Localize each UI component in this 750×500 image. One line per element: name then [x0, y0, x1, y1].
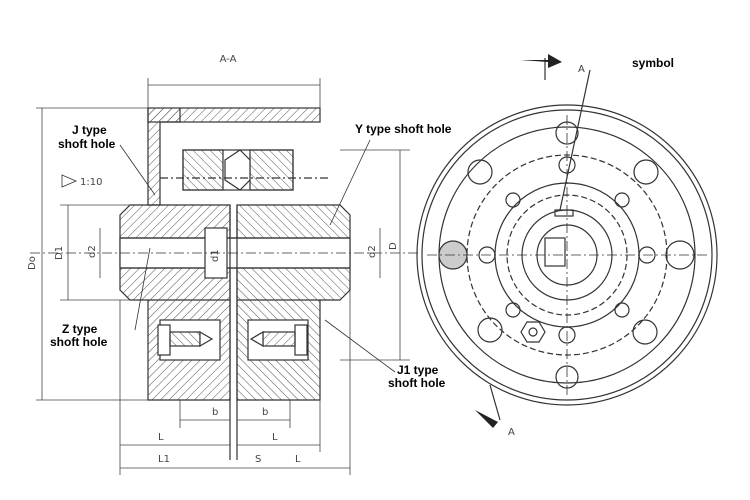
dim-a-top: A [578, 64, 585, 75]
dim-l-right2: L [295, 454, 301, 465]
dim-do: Do [27, 256, 38, 270]
callout-y-type: Y type shoft hole [355, 122, 452, 136]
dim-d2-right: d2 [367, 245, 378, 258]
dim-s: S [255, 454, 261, 465]
dim-d1-small: d1 [210, 249, 221, 262]
dim-d2-left: d2 [87, 245, 98, 258]
dim-b-right: b [262, 407, 268, 418]
dimension-lines [36, 78, 410, 475]
section-title: A-A [220, 54, 237, 65]
dim-l-left: L [158, 432, 164, 443]
taper-ratio: 1:10 [80, 177, 102, 188]
dim-d1: D1 [54, 246, 65, 260]
dim-l1: L1 [158, 454, 170, 465]
dim-b-left: b [212, 407, 218, 418]
end-view [416, 58, 718, 421]
callout-j1-type: J1 type [397, 363, 439, 377]
callout-z-type-2: shoft hole [50, 335, 108, 349]
section-view [30, 107, 420, 460]
callout-j-type: J type [72, 123, 107, 137]
dim-d: D [388, 242, 399, 250]
dim-a-bottom: A [508, 427, 515, 438]
callout-z-type: Z type [62, 322, 98, 336]
section-arrow-bottom-icon [475, 410, 498, 428]
callout-symbol: symbol [632, 56, 674, 70]
section-arrow-top-icon [520, 54, 562, 68]
dim-l-right: L [272, 432, 278, 443]
callout-j1-type-2: shoft hole [388, 376, 446, 390]
callout-j-type-2: shoft hole [58, 137, 116, 151]
